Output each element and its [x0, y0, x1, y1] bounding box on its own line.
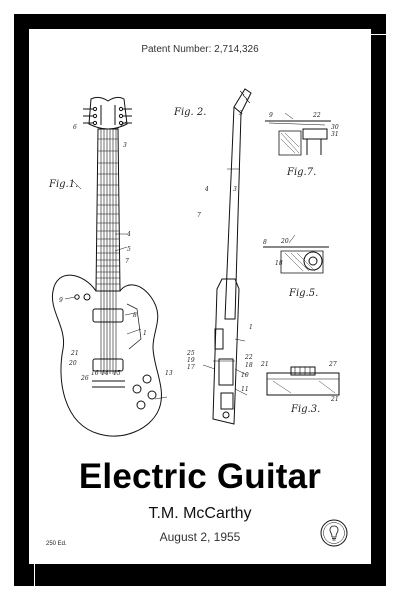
poster-paper: Patent Number: 2,714,326 — [29, 29, 371, 564]
inventor-name: T.M. McCarthy — [148, 505, 252, 522]
svg-text:9: 9 — [59, 297, 63, 304]
svg-text:1: 1 — [249, 324, 253, 331]
patent-date: August 2, 1955 — [159, 530, 241, 544]
svg-text:17: 17 — [187, 364, 195, 371]
svg-text:21: 21 — [330, 396, 339, 403]
fig3-caption: Fig.3. — [290, 404, 320, 415]
svg-text:18: 18 — [275, 260, 283, 267]
guitar-side-drawing — [202, 88, 252, 425]
svg-text:4: 4 — [126, 231, 131, 238]
svg-text:31: 31 — [331, 131, 339, 138]
svg-text:16: 16 — [91, 370, 99, 377]
patent-label: Patent Number: — [141, 44, 212, 55]
svg-text:1: 1 — [143, 330, 147, 337]
svg-text:11: 11 — [241, 386, 249, 393]
patent-number: 2,714,326 — [214, 44, 259, 55]
svg-text:6: 6 — [73, 124, 77, 131]
svg-text:15: 15 — [113, 370, 121, 377]
patent-drawing: Fig.1. Fig. 2. Fig.7. Fig.5. Fig.3. 6 3 … — [48, 88, 340, 437]
svg-text:14: 14 — [101, 370, 109, 377]
fig5-detail-drawing — [263, 234, 329, 274]
svg-text:8: 8 — [263, 239, 267, 246]
fig7-detail-drawing — [265, 112, 331, 156]
lightbulb-seal-icon — [320, 519, 348, 547]
svg-text:4: 4 — [204, 186, 209, 193]
svg-text:21: 21 — [70, 350, 79, 357]
reference-numerals: 6 3 4 5 7 9 8 1 21 20 16 26 14 15 13 3 4… — [59, 110, 339, 403]
svg-text:21: 21 — [260, 361, 269, 368]
fig7-caption: Fig.7. — [286, 167, 316, 178]
fig5-caption: Fig.5. — [288, 288, 318, 299]
svg-text:30: 30 — [331, 124, 339, 131]
svg-text:20: 20 — [280, 238, 289, 245]
svg-text:22: 22 — [312, 112, 321, 119]
svg-text:20: 20 — [68, 360, 77, 367]
svg-text:8: 8 — [133, 312, 137, 319]
svg-text:10: 10 — [241, 372, 249, 379]
svg-text:25: 25 — [186, 350, 195, 357]
svg-text:7: 7 — [125, 258, 129, 265]
fig1-caption: Fig.1. — [48, 179, 78, 190]
svg-text:5: 5 — [127, 246, 131, 253]
svg-text:18: 18 — [245, 362, 253, 369]
patent-number-line: Patent Number: 2,714,326 — [29, 44, 371, 55]
fig3-detail-drawing — [266, 366, 340, 396]
fig2-caption: Fig. 2. — [173, 107, 206, 118]
svg-text:3: 3 — [123, 142, 127, 149]
svg-text:22: 22 — [244, 354, 253, 361]
svg-text:19: 19 — [187, 357, 195, 364]
guitar-front-drawing — [51, 96, 168, 437]
svg-text:9: 9 — [269, 112, 273, 119]
svg-text:3: 3 — [239, 110, 243, 117]
svg-text:3: 3 — [233, 186, 237, 193]
svg-text:27: 27 — [328, 361, 337, 368]
poster-title: Electric Guitar — [78, 457, 322, 496]
svg-text:7: 7 — [197, 212, 201, 219]
svg-text:26: 26 — [80, 375, 89, 382]
edition-label: 250 Ed. — [46, 541, 67, 547]
svg-text:13: 13 — [165, 370, 173, 377]
